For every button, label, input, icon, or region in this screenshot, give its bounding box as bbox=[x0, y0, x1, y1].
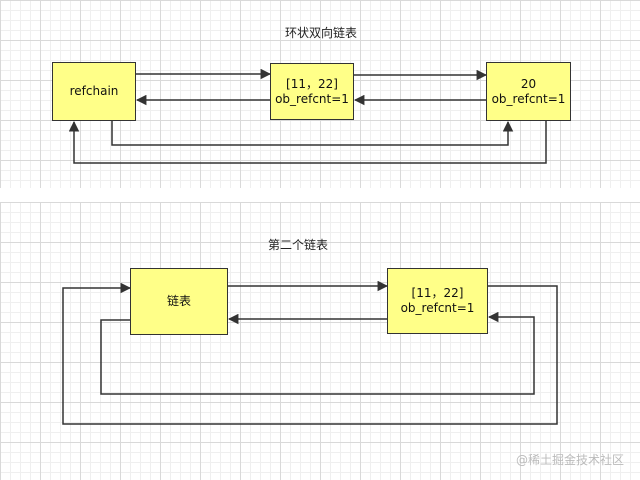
edge-list-to-head-loop bbox=[62, 282, 558, 425]
node-int-20: 20 ob_refcnt=1 bbox=[486, 62, 571, 121]
watermark-text: @稀土掘金技术社区 bbox=[515, 453, 624, 467]
node-list-2-value: [11，22] bbox=[411, 286, 464, 300]
node-list-1-refcnt: ob_refcnt=1 bbox=[275, 91, 349, 106]
node-linked-list-head-label: 链表 bbox=[166, 294, 191, 308]
node-refchain: refchain bbox=[52, 62, 136, 121]
node-refchain-label: refchain bbox=[69, 84, 119, 98]
node-int-20-value: 20 bbox=[520, 76, 537, 91]
node-list-1: [11，22] ob_refcnt=1 bbox=[270, 63, 354, 120]
edge-refchain-to-int-loop bbox=[111, 120, 514, 146]
node-int-20-refcnt: ob_refcnt=1 bbox=[491, 91, 566, 106]
diagram1-title: 环状双向链表 bbox=[284, 26, 358, 40]
edge-int-to-refchain-loop bbox=[68, 120, 547, 164]
node-list-1-value: [11，22] bbox=[286, 76, 338, 91]
panel-gap bbox=[0, 188, 640, 202]
node-linked-list-head: 链表 bbox=[130, 268, 228, 335]
edge-head-to-list-loop bbox=[100, 311, 535, 395]
diagram2-title: 第二个链表 bbox=[267, 238, 329, 252]
node-list-2-refcnt: ob_refcnt=1 bbox=[400, 301, 475, 315]
node-list-2: [11，22] ob_refcnt=1 bbox=[387, 268, 488, 334]
